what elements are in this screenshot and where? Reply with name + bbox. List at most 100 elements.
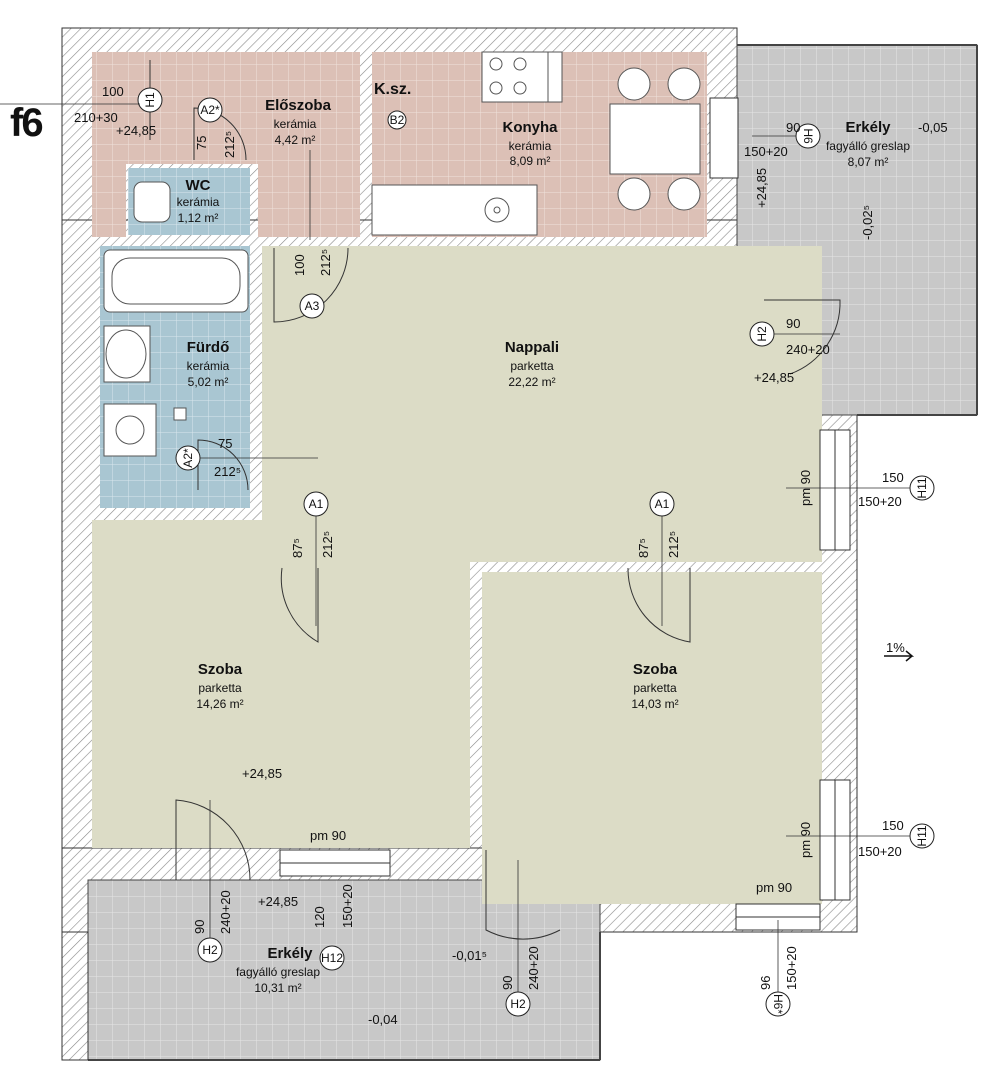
- room-name: Fürdő: [187, 339, 230, 356]
- room-konyha: Konyha kerámia 8,09 m²: [502, 119, 558, 168]
- room-name: Nappali: [505, 339, 559, 356]
- svg-text:H6: H6: [801, 128, 815, 144]
- dim-h11-top-w: 150: [882, 470, 904, 485]
- room-name: Erkély: [845, 119, 891, 136]
- level-balcony-door-bottom: +24,85: [258, 894, 298, 909]
- level-balcony-top-edge: -0,02⁵: [860, 205, 875, 240]
- room-eloszoba: Előszoba kerámia 4,42 m²: [265, 97, 332, 147]
- svg-text:H12: H12: [321, 951, 343, 965]
- room-name: Szoba: [198, 661, 243, 678]
- dim-a3-w: 100: [292, 254, 307, 276]
- room-erkely-top: Erkély fagyálló greslap 8,07 m²: [826, 119, 910, 169]
- svg-text:H2: H2: [202, 943, 218, 957]
- room-material: kerámia: [274, 117, 317, 131]
- tag-h2-bm: H2: [505, 991, 531, 1017]
- room-material: parketta: [633, 681, 677, 695]
- tag-h6-top: H6: [795, 123, 821, 149]
- tag-h1: H1: [137, 87, 163, 113]
- room-material: kerámia: [509, 139, 552, 153]
- svg-text:H6*: H6*: [771, 994, 785, 1014]
- storage-label: K.sz.: [374, 81, 411, 98]
- tag-a3: A3: [299, 293, 325, 319]
- dim-a2-top-h: 212⁵: [222, 131, 237, 158]
- room-area: 8,09 m²: [510, 154, 551, 168]
- level-balcony-door-top: +24,85: [754, 168, 769, 208]
- room-area: 10,31 m²: [254, 981, 301, 995]
- dim-a1-left-w: 87⁵: [290, 538, 305, 558]
- level-living: +24,85: [754, 370, 794, 385]
- dim-h1-w: 100: [102, 84, 124, 99]
- room-area: 14,03 m²: [631, 697, 678, 711]
- room-name: Előszoba: [265, 97, 332, 114]
- room-nappali: Nappali parketta 22,22 m²: [505, 339, 559, 389]
- dim-h1-h: 210+30: [74, 110, 118, 125]
- dim-h11-bottom-w: 150: [882, 818, 904, 833]
- room-name: Konyha: [502, 119, 558, 136]
- dimensions: 100 210+30 75 212⁵ 90 150+20 100 212⁵ 90…: [74, 84, 904, 990]
- dim-h11-bottom-pm: pm 90: [798, 822, 813, 858]
- dim-pm-left: pm 90: [310, 828, 346, 843]
- svg-text:B2: B2: [390, 113, 405, 127]
- svg-text:H11: H11: [915, 825, 929, 846]
- leader-lines: [0, 103, 910, 992]
- slope-label: 1%: [886, 640, 905, 655]
- room-material: kerámia: [187, 359, 230, 373]
- dim-h2-living-w: 90: [786, 316, 800, 331]
- room-erkely-bottom: Erkély fagyálló greslap 10,31 m²: [236, 945, 320, 995]
- dim-a3-h: 212⁵: [318, 249, 333, 276]
- room-area: 5,02 m²: [188, 375, 229, 389]
- dim-h2-bl-h: 240+20: [218, 890, 233, 934]
- fixtures: [103, 51, 701, 457]
- plan-label: f6: [10, 101, 42, 145]
- tag-a2-top: A2*: [197, 97, 223, 123]
- dim-h12-w: 120: [312, 906, 327, 928]
- dim-a1-left-h: 212⁵: [320, 531, 335, 558]
- tag-a2-bath: A2*: [175, 445, 201, 471]
- level-balcony-bottom-edge: -0,01⁵: [452, 948, 487, 963]
- room-area: 22,22 m²: [508, 375, 555, 389]
- balcony-bottom: [61, 879, 601, 1061]
- room-material: fagyálló greslap: [236, 965, 320, 979]
- tag-a1-left: A1: [303, 491, 329, 517]
- dim-pm-right: pm 90: [756, 880, 792, 895]
- dim-h6-bottom-h: 150+20: [784, 946, 799, 990]
- room-szoba-left: Szoba parketta 14,26 m²: [196, 661, 243, 711]
- room-wc: WC kerámia 1,12 m²: [177, 177, 220, 225]
- dim-h11-bottom-h: 150+20: [858, 844, 902, 859]
- room-area: 14,26 m²: [196, 697, 243, 711]
- dim-h6-top-h: 150+20: [744, 144, 788, 159]
- tag-h2-bl: H2: [197, 937, 223, 963]
- tag-h2-living: H2: [749, 321, 775, 347]
- dim-h6-bottom-w: 96: [758, 976, 773, 990]
- svg-text:A3: A3: [305, 299, 320, 313]
- dim-a1-right-h: 212⁵: [666, 531, 681, 558]
- doors: [149, 60, 841, 940]
- dim-h2-bm-h: 240+20: [526, 946, 541, 990]
- svg-text:A1: A1: [309, 497, 324, 511]
- room-name: Erkély: [267, 945, 313, 962]
- svg-text:H11: H11: [915, 477, 929, 498]
- svg-text:A2*: A2*: [200, 103, 220, 117]
- dim-h2-bl-w: 90: [192, 920, 207, 934]
- dim-h6-top-w: 90: [786, 120, 800, 135]
- svg-text:H2: H2: [510, 997, 526, 1011]
- svg-text:A2*: A2*: [181, 448, 195, 468]
- room-name: WC: [186, 177, 211, 194]
- dim-a2-bath-h: 212⁵: [214, 464, 241, 479]
- windows: [279, 97, 851, 931]
- dim-a1-right-w: 87⁵: [636, 538, 651, 558]
- tag-h6-bottom: H6*: [765, 991, 791, 1017]
- tag-h11-bottom: H11: [909, 823, 935, 849]
- room-material: fagyálló greslap: [826, 139, 910, 153]
- tag-b2: B2: [387, 110, 407, 130]
- dim-h11-top-h: 150+20: [858, 494, 902, 509]
- room-area: 4,42 m²: [275, 133, 316, 147]
- dim-h2-living-h: 240+20: [786, 342, 830, 357]
- tag-a1-right: A1: [649, 491, 675, 517]
- tags: H1 A2* B2 H6 A3 H2 A2* A1 A1 H11 H11 H2 …: [137, 87, 935, 1017]
- room-material: parketta: [510, 359, 554, 373]
- tag-h11-top: H11: [909, 475, 935, 501]
- dim-h12-h: 150+20: [340, 884, 355, 928]
- room-material: kerámia: [177, 195, 220, 209]
